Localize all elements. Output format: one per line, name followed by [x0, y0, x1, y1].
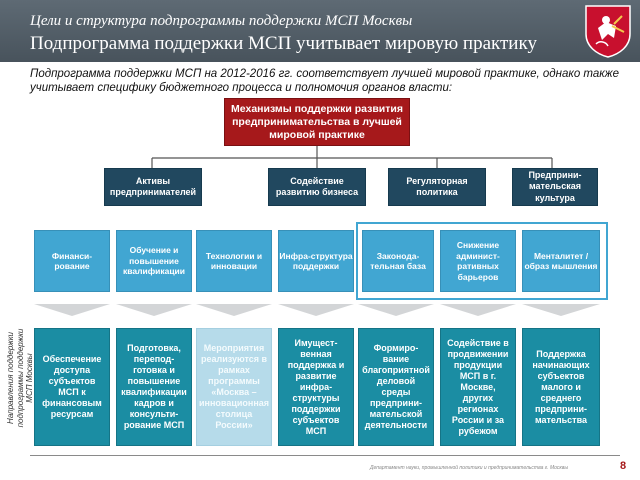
direction-promotion: Содействие в продвижении продукции МСП в…: [440, 328, 516, 446]
page-number: 8: [620, 460, 627, 472]
mechanism-financing: Финанси-рование: [34, 230, 110, 292]
moscow-coat-of-arms-icon: [585, 5, 631, 58]
direction-property-support: Имущест-венная поддержка и развитие инфр…: [278, 328, 354, 446]
direction-startups: Поддержка начинающих субъектов малого и …: [522, 328, 600, 446]
side-label: Направления поддержки подпрограммы подде…: [2, 318, 42, 428]
direction-business-environment: Формиро-вание благоприятной деловой сред…: [358, 328, 434, 446]
direction-finance-access: Обеспечение доступа субъектов МСП к фина…: [34, 328, 110, 446]
header-subtitle: Цели и структура подпрограммы поддержки …: [30, 13, 413, 29]
regulatory-group-frame: [356, 222, 608, 300]
footer-text: Департамент науки, промышленной политики…: [370, 465, 569, 471]
top-mechanisms-box: Механизмы поддержки развития предпринима…: [224, 98, 410, 146]
direction-training: Подготовка, перепод-готовка и повышение …: [116, 328, 192, 446]
direction-innovation-program: Мероприятия реализуются в рамках програм…: [196, 328, 272, 446]
page-title: Подпрограмма поддержки МСП учитывает мир…: [30, 33, 537, 54]
category-culture: Предприни-мательская культура: [512, 168, 598, 206]
category-regulatory-policy: Регуляторная политика: [388, 168, 486, 206]
mechanism-infrastructure: Инфра-структура поддержки: [278, 230, 354, 292]
mechanism-training: Обучение и повышение квалификации: [116, 230, 192, 292]
mechanism-legislation: Законода-тельная база: [362, 230, 434, 292]
header-bar: Цели и структура подпрограммы поддержки …: [0, 0, 640, 62]
footer-divider: [30, 455, 620, 456]
mechanism-mentality: Менталитет / образ мышления: [522, 230, 600, 292]
category-assets: Активы предпринимателей: [104, 168, 202, 206]
side-label-text: Направления поддержки подпрограммы подде…: [5, 328, 34, 428]
mechanism-admin-barriers: Снижение админист-ративных барьеров: [440, 230, 516, 292]
category-business-support: Содействие развитию бизнеса: [268, 168, 366, 206]
intro-text: Подпрограмма поддержки МСП на 2012-2016 …: [30, 68, 619, 94]
mechanism-technology: Технологии и инновации: [196, 230, 272, 292]
